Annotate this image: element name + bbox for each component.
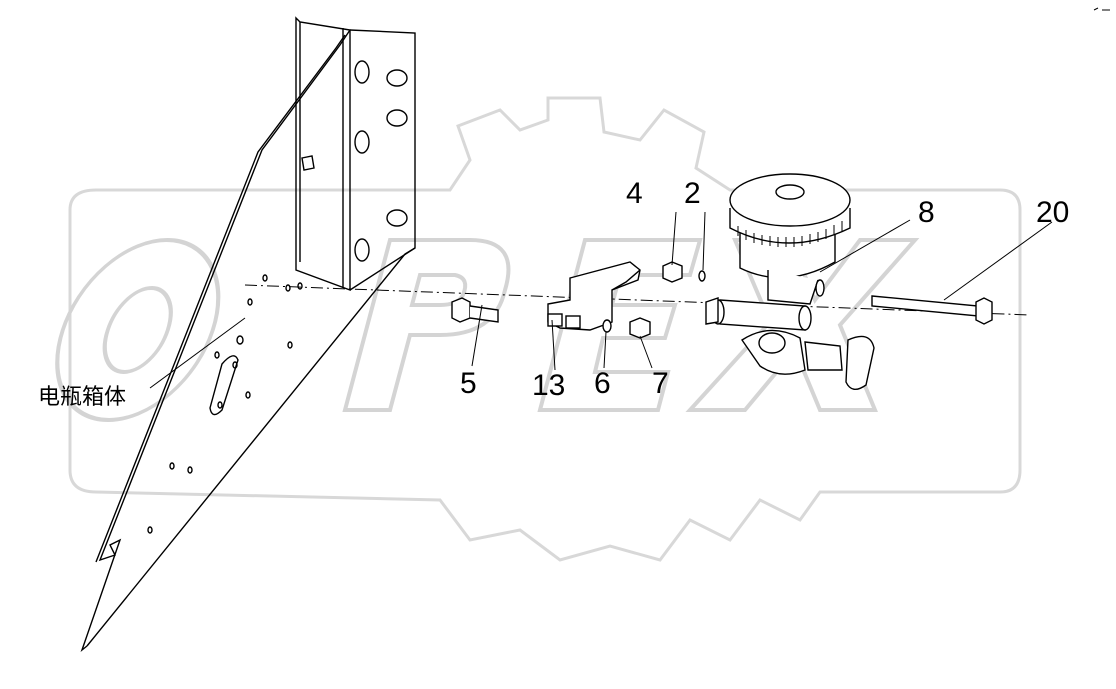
part-6-washer [602, 319, 612, 333]
callout-2: 2 [684, 177, 701, 210]
callout-8: 8 [918, 196, 935, 229]
part-13-bracket [547, 261, 641, 331]
assembly-axis-line [244, 284, 1031, 316]
part-2-washer [698, 270, 706, 282]
part-5-bolt [451, 297, 499, 323]
watermark-gear [68, 96, 1022, 562]
corner-mark [1093, 7, 1110, 11]
callout-5: 5 [460, 367, 477, 400]
label-battery-box: 电瓶箱体 [38, 385, 126, 410]
opex-watermark-logo [68, 96, 1022, 562]
callout-6: 6 [594, 367, 611, 400]
watermark-letters [55, 238, 920, 422]
leader-lines [149, 211, 1053, 389]
cap-knurling [737, 221, 843, 247]
callout-20: 20 [1036, 196, 1069, 229]
battery-box-panel [80, 16, 416, 653]
part-20-long-bolt [871, 295, 993, 325]
callout-4: 4 [626, 177, 643, 210]
callout-13: 13 [532, 369, 565, 402]
part-7-nut [629, 317, 651, 339]
callout-7: 7 [652, 367, 669, 400]
part-8-reservoir-valve [705, 173, 875, 390]
